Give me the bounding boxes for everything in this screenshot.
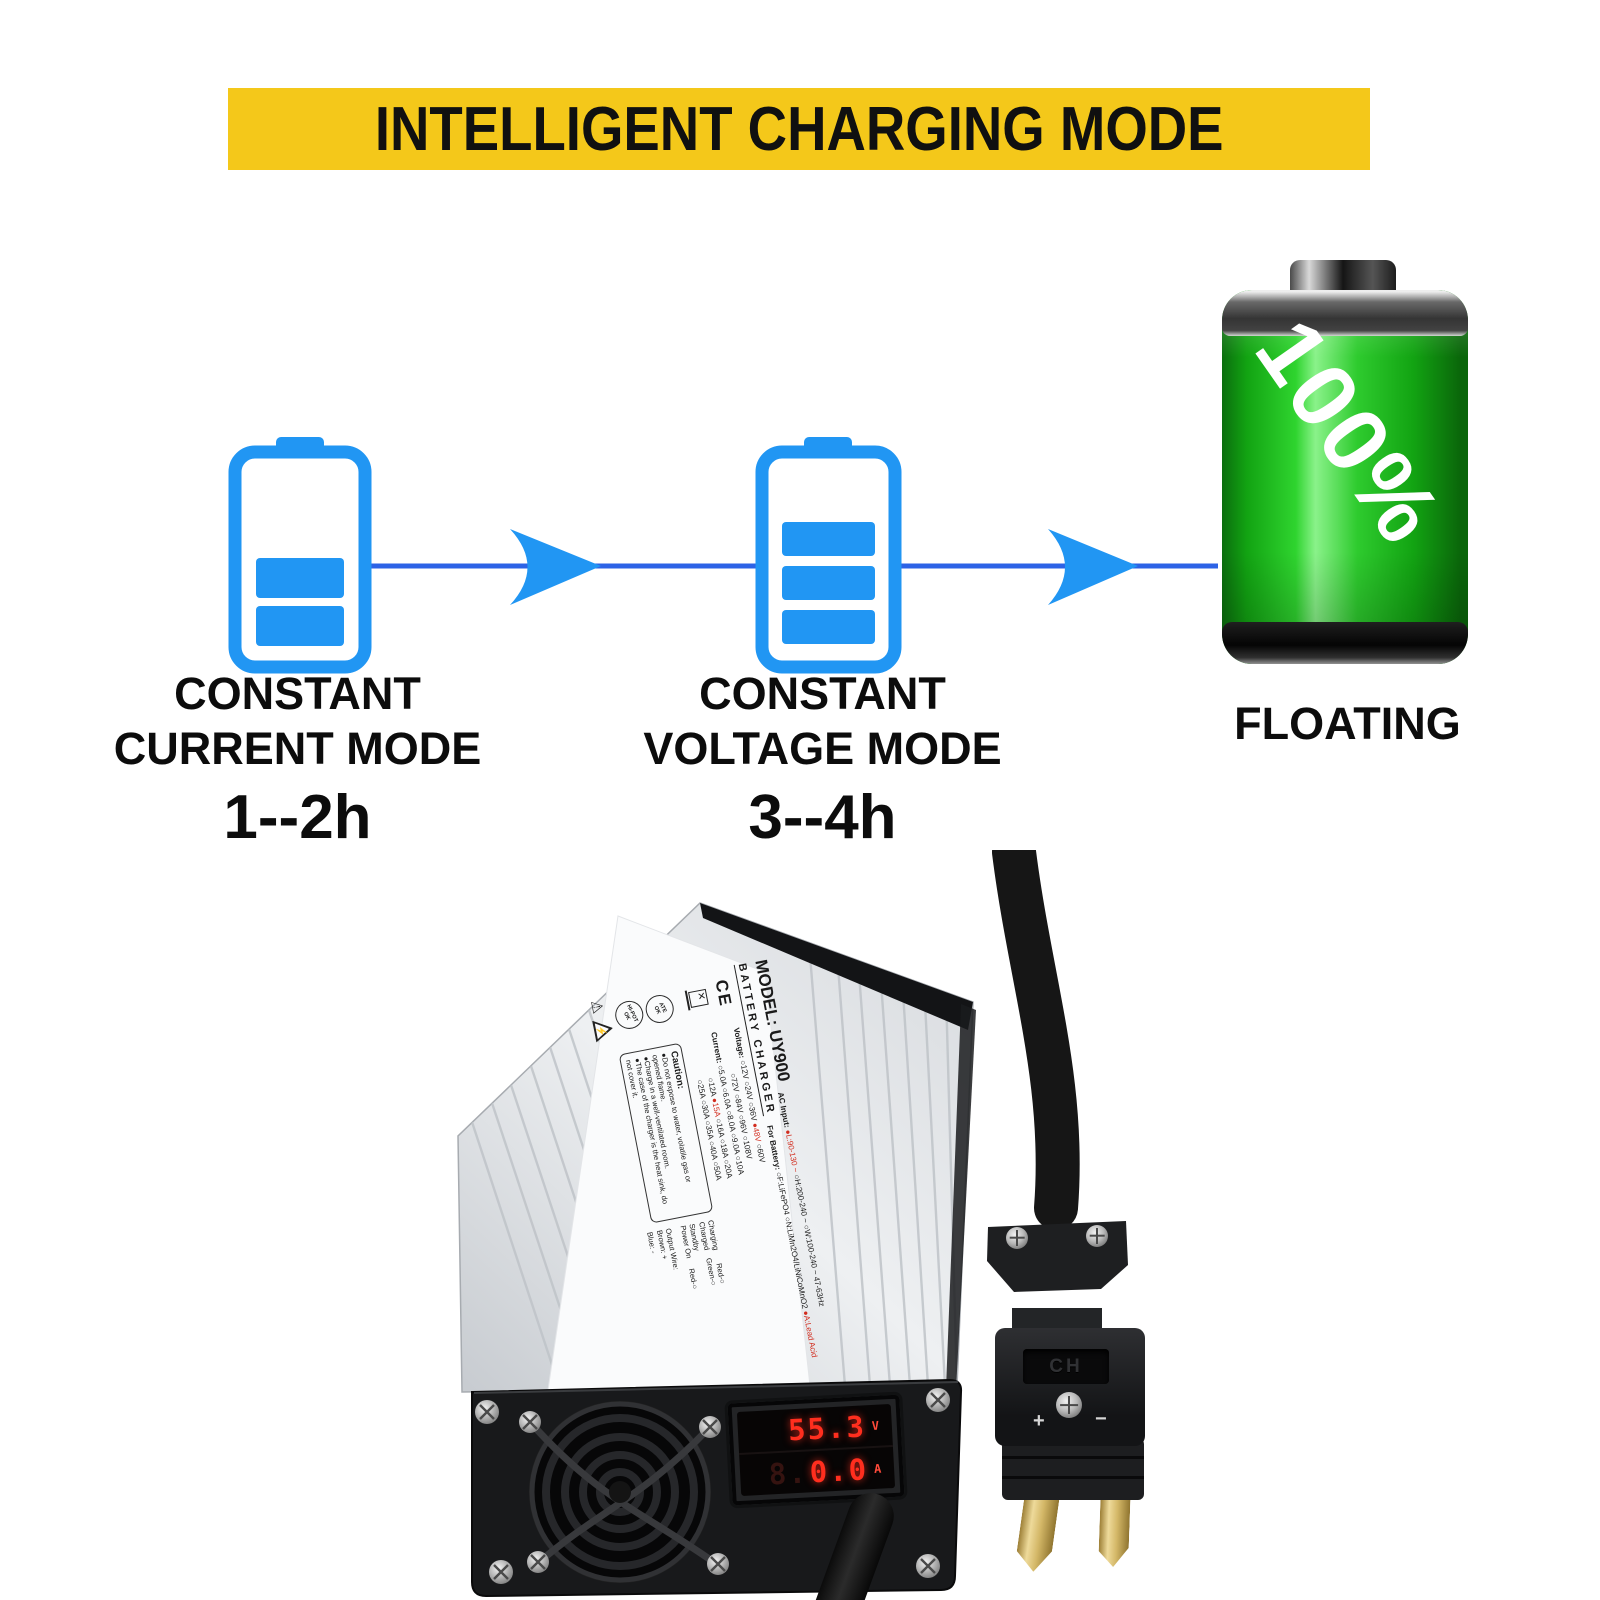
weee-bin-icon <box>688 988 709 1008</box>
volt-unit: V <box>871 1418 880 1433</box>
stage2-label: CONSTANT VOLTAGE MODE <box>585 666 1060 776</box>
meter-screen: 55.3 V 8. 0.0 A <box>736 1404 896 1496</box>
volt-amp-meter: 55.3 V 8. 0.0 A <box>724 1391 908 1509</box>
plug-screw <box>1006 1227 1028 1249</box>
amp-unit: A <box>873 1461 882 1476</box>
cooling-fan <box>526 1401 722 1583</box>
stage1-line1: CONSTANT <box>174 668 421 719</box>
hipot-ok-stamp: HI-POT OK <box>611 996 649 1034</box>
stage2-line2: VOLTAGE MODE <box>643 723 1002 774</box>
plug-screw <box>1086 1225 1108 1247</box>
stage1-label: CONSTANT CURRENT MODE <box>60 666 535 776</box>
stage3-label: FLOATING <box>1234 698 1461 749</box>
arrow-right-icon <box>1048 529 1138 605</box>
dc-plug: CH + − <box>980 1210 1160 1600</box>
stage2-duration: 3--4h <box>748 783 897 852</box>
plug-marking: CH <box>1049 1355 1083 1377</box>
case-right-trim <box>946 1004 976 1390</box>
battery-cap-bottom <box>1222 622 1468 664</box>
current-readout: 0.0 <box>808 1451 869 1489</box>
power-cable <box>992 850 1080 1230</box>
ce-mark-icon: CE <box>711 978 736 1009</box>
plug-base-block <box>1002 1438 1144 1500</box>
charger-photo <box>457 850 1080 1598</box>
plug-marking-recess: CH <box>1023 1349 1109 1384</box>
battery-high-icon <box>755 437 902 674</box>
battery-body <box>1222 290 1468 664</box>
arrow-right-icon <box>510 529 601 605</box>
warning-lightning-icon: ⚡ <box>592 1017 615 1042</box>
voltage-selected: ●48V <box>750 1122 763 1143</box>
ate-ok-stamp: ATE OK <box>641 990 679 1028</box>
banner-title: INTELLIGENT CHARGING MODE <box>374 94 1224 164</box>
voltage-options2: ○60V <box>754 1143 767 1164</box>
stage1-duration: 1--2h <box>223 783 372 852</box>
voltage-readout: 55.3 <box>787 1408 867 1447</box>
charging-flow-diagram <box>228 437 1218 674</box>
plug-screw <box>1056 1392 1082 1418</box>
stage1-line2: CURRENT MODE <box>113 723 482 774</box>
panel-edge-highlight <box>473 1381 959 1394</box>
panel-screws <box>475 1388 950 1584</box>
battery-half-icon <box>228 437 372 674</box>
stage2-line1: CONSTANT <box>699 668 946 719</box>
case-edge-trim <box>700 903 973 1030</box>
battery-full-icon: 100% <box>1222 260 1468 664</box>
warning-exclamation-icon: ⚠ <box>587 998 607 1016</box>
banner: INTELLIGENT CHARGING MODE <box>228 88 1370 170</box>
ghost-digit: 8. <box>767 1454 809 1491</box>
plug-body: CH + − <box>995 1328 1145 1446</box>
plus-marking: + <box>1033 1410 1045 1432</box>
minus-marking: − <box>1095 1408 1107 1430</box>
